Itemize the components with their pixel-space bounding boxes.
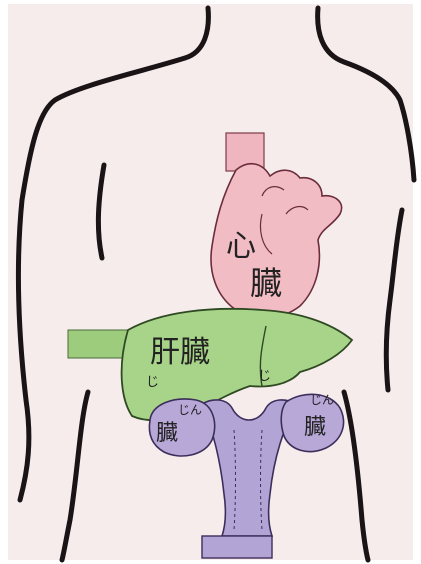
left-kidney: じん 臓	[149, 399, 214, 456]
right-kidney-label-line2: 臓	[304, 415, 326, 440]
left-kidney-label-line2: 臓	[156, 421, 178, 446]
diagram-background	[8, 4, 413, 560]
right-kidney-label-line1: じん	[310, 393, 334, 407]
heart-label-line1: 心	[226, 229, 256, 264]
liver-label: 肝臓	[150, 335, 210, 370]
liver-small-label-left: じ	[146, 375, 159, 390]
left-kidney-label-line1: じん	[178, 403, 202, 417]
bladder-base-shape	[202, 536, 272, 558]
liver-small-label-right: じ	[258, 369, 271, 384]
right-kidney: じん 臓	[281, 393, 343, 452]
heart-label-line2: 臓	[250, 264, 282, 302]
